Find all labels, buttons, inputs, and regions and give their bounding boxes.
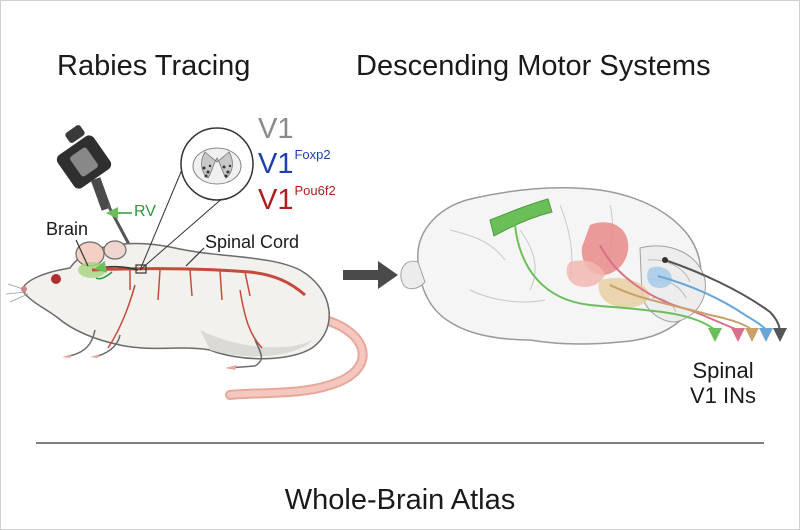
spinal-cross-section-icon: [139, 127, 254, 271]
spinal-cord-label: Spinal Cord: [205, 232, 300, 252]
syringe-icon: [56, 125, 141, 269]
whole-brain-atlas-title: Whole-Brain Atlas: [284, 484, 516, 516]
spinal-v1-ins-label: Spinal V1 INs: [690, 358, 756, 409]
v1-label: V1: [258, 113, 294, 145]
rabies-tracing-title: Rabies Tracing: [57, 50, 251, 82]
mouse-icon: [5, 240, 368, 400]
rv-label: RV: [134, 203, 156, 220]
brain-pointer-line: [75, 239, 89, 267]
arrow-right-icon: [343, 261, 398, 289]
v1-pou6f2-label: V1Pou6f2: [258, 183, 336, 216]
spinal-cord-pointer-line: [185, 247, 205, 267]
v1-foxp2-label: V1Foxp2: [258, 147, 331, 180]
brain-label: Brain: [46, 219, 89, 239]
spinal-v1-ins-line2: V1 INs: [690, 383, 757, 409]
brain-sagittal-icon: [400, 186, 787, 345]
descending-motor-systems-title: Descending Motor Systems: [356, 50, 711, 82]
spinal-v1-ins-line1: Spinal: [692, 358, 754, 383]
